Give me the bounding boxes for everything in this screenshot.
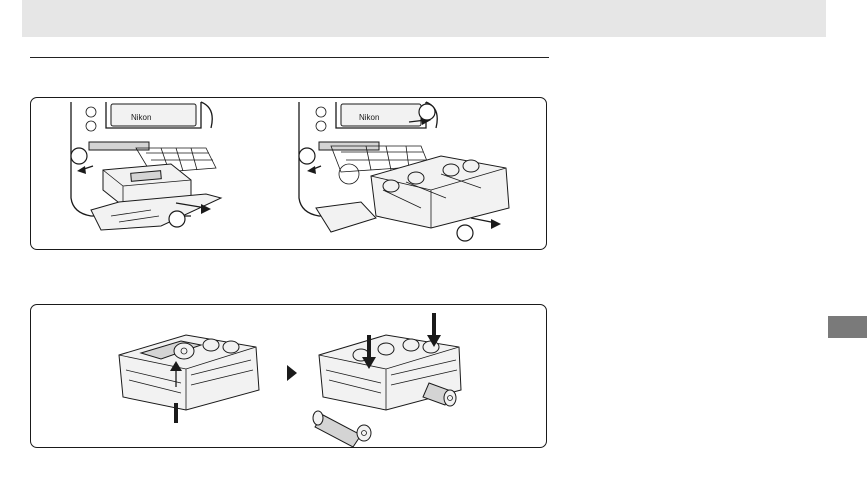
callout-marker-1	[71, 148, 87, 164]
illustration-panel-bottom	[30, 304, 547, 448]
camera-battery-removal-illustration: Nikon	[71, 102, 221, 230]
callout-marker-3	[299, 148, 315, 164]
holder-battery-insert-step2-illustration	[313, 313, 461, 447]
illustration-panel-top: Nikon	[30, 97, 547, 250]
nikon-logo-left: Nikon	[131, 113, 151, 122]
camera-illustrations-svg: Nikon	[31, 98, 548, 251]
section-side-tab	[828, 316, 867, 338]
holder-battery-insert-step1-illustration	[119, 335, 259, 423]
triangle-right-icon	[287, 365, 297, 381]
holder-illustrations-svg	[31, 305, 548, 449]
callout-marker-4	[419, 104, 435, 120]
section-divider	[30, 57, 549, 58]
nikon-logo-right: Nikon	[359, 113, 379, 122]
page-header-bar	[22, 0, 826, 37]
callout-marker-5	[457, 225, 473, 241]
camera-holder-removal-illustration: Nikon	[299, 102, 509, 241]
callout-marker-2	[169, 211, 185, 227]
